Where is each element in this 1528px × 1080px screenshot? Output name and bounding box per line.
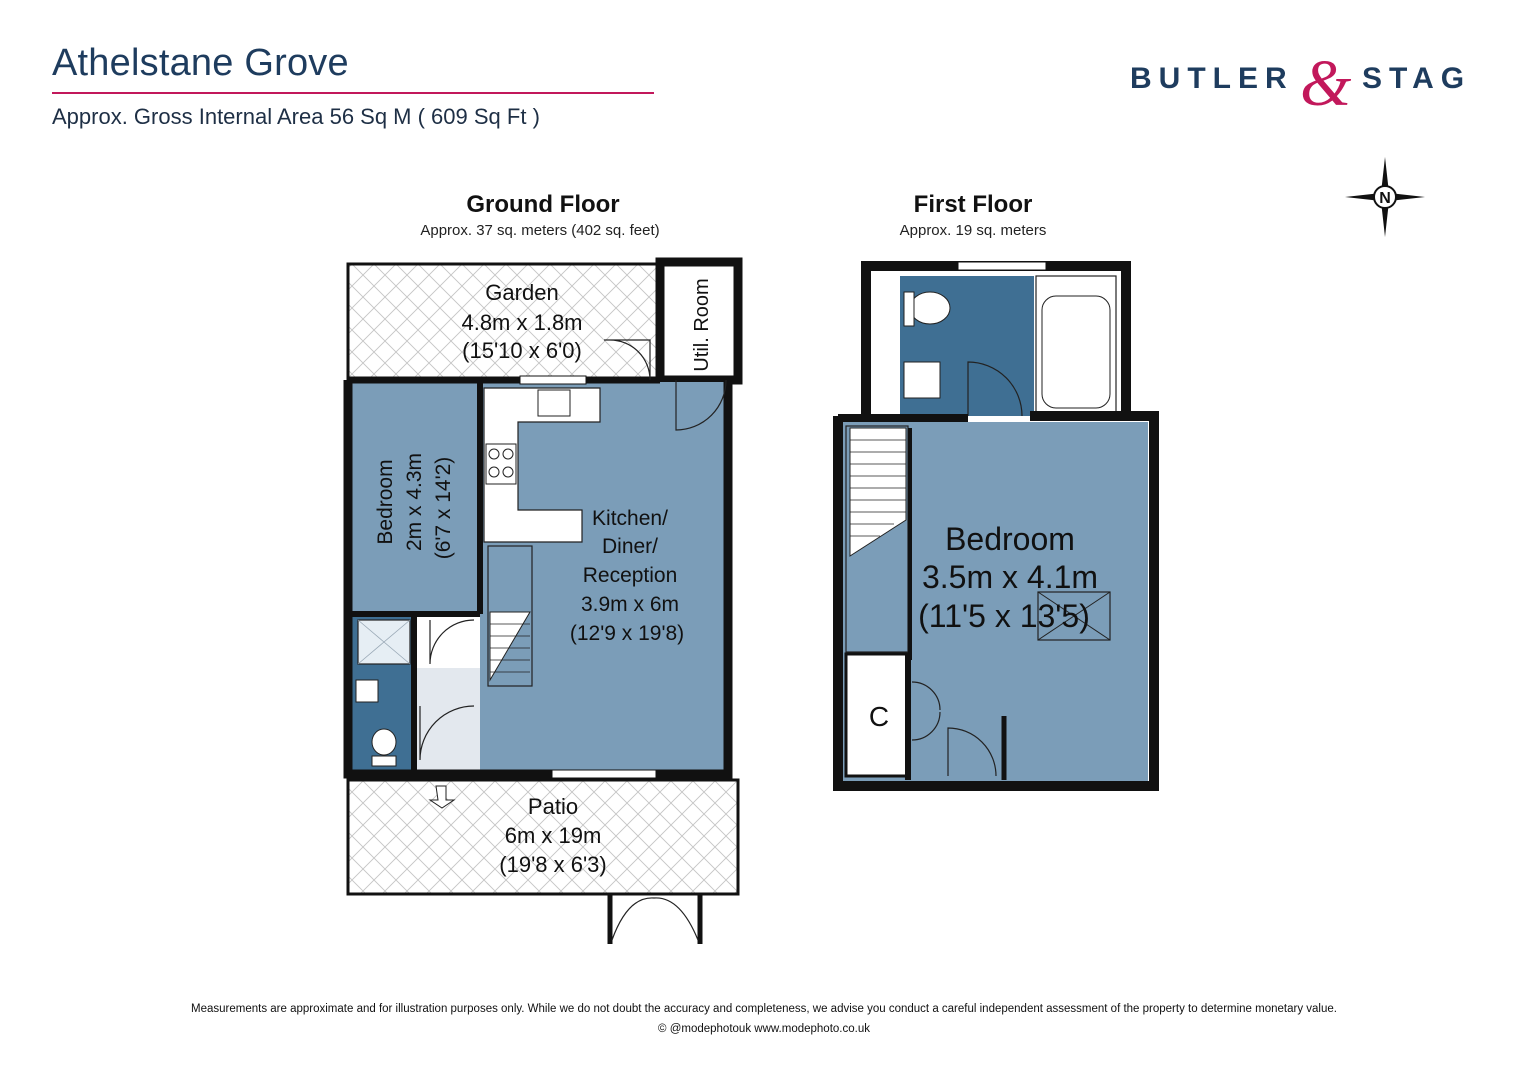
ground-floor-area: Approx. 37 sq. meters (402 sq. feet) xyxy=(420,222,659,239)
cupboard xyxy=(844,652,910,778)
gross-internal-area: Approx. Gross Internal Area 56 Sq M ( 60… xyxy=(52,104,540,129)
toilet-icon xyxy=(371,728,397,756)
kitchen-label-line1: Kitchen/ xyxy=(592,507,668,530)
compass-icon: N xyxy=(1345,157,1425,237)
garden-metric: 4.8m x 1.8m xyxy=(461,310,582,335)
loft-hatch xyxy=(1037,591,1111,641)
ground-exterior-wall xyxy=(343,380,733,779)
logo-word-butler: BUTLER xyxy=(1130,62,1294,95)
ground-bedroom-room xyxy=(348,382,478,614)
garden-label: Garden xyxy=(485,280,558,305)
compass-north-label: N xyxy=(1379,190,1391,207)
basin-icon xyxy=(355,679,379,703)
kitchen-worktop xyxy=(483,387,601,543)
garden-imperial: (15'10 x 6'0) xyxy=(462,338,582,363)
ground-bedroom-imperial: (6'7 x 14'2) xyxy=(432,457,455,560)
patio-metric: 6m x 19m xyxy=(505,823,602,848)
photographer-credit: © @modephotouk www.modephoto.co.uk xyxy=(658,1023,870,1035)
kitchen-metric: 3.9m x 6m xyxy=(581,593,679,616)
cupboard-label: C xyxy=(869,701,889,732)
ground-floor-title: Ground Floor xyxy=(466,191,619,218)
hallway xyxy=(414,668,484,772)
patio-label: Patio xyxy=(528,794,578,819)
entrance-arrow-icon xyxy=(428,785,456,809)
logo-ampersand: & xyxy=(1300,47,1352,120)
disclaimer-text: Measurements are approximate and for ill… xyxy=(191,1003,1337,1015)
first-exterior-wall xyxy=(833,411,1159,791)
first-bedroom-imperial: (11'5 x 13'5) xyxy=(918,598,1090,634)
upstairs-basin-icon xyxy=(903,361,941,399)
logo-word-stag: STAG xyxy=(1362,62,1472,95)
ground-bedroom-label: Bedroom xyxy=(374,459,397,544)
upstairs-toilet-icon xyxy=(909,291,951,325)
title-divider xyxy=(52,92,654,94)
patio-area xyxy=(346,778,740,896)
first-bedroom-metric: 3.5m x 4.1m xyxy=(922,559,1098,595)
patio-imperial: (19'8 x 6'3) xyxy=(499,852,606,877)
kitchen-label-line2: Diner/ xyxy=(602,535,658,558)
kitchen-imperial: (12'9 x 19'8) xyxy=(570,622,684,645)
first-floor-area: Approx. 19 sq. meters xyxy=(900,222,1047,239)
util-room-label: Util. Room xyxy=(691,278,713,371)
agent-logo: BUTLER & STAG xyxy=(1130,47,1475,120)
hob-icon xyxy=(485,443,517,485)
util-room xyxy=(655,257,743,385)
garden-area xyxy=(346,262,660,382)
first-bedroom-label: Bedroom xyxy=(945,521,1075,557)
property-title: Athelstane Grove xyxy=(52,42,349,84)
ground-bedroom-metric: 2m x 4.3m xyxy=(403,453,426,551)
first-floor-title: First Floor xyxy=(914,191,1033,218)
kitchen-sink-icon xyxy=(537,389,571,417)
kitchen-label-line3: Reception xyxy=(583,564,678,587)
